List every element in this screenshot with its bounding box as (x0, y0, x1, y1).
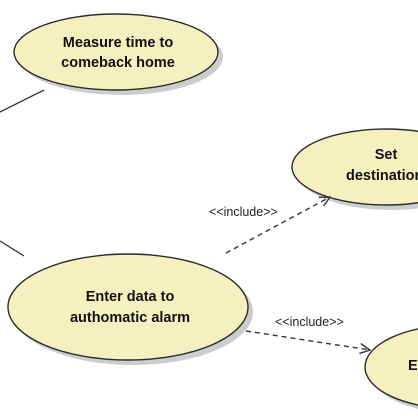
use-case-label-line1: Measure time to (63, 35, 174, 51)
association-line-enter-data (0, 240, 25, 257)
use-case-ellipse (7, 253, 249, 361)
use-case-measure-time[interactable]: Measure time to comeback home (13, 13, 223, 95)
use-case-label-line2: comeback home (61, 55, 175, 71)
use-case-set-destination[interactable]: Set destination (291, 128, 418, 210)
include-arrow-partial (245, 330, 370, 350)
include-label-set-destination: <<include>> (209, 205, 278, 219)
include-label-partial: <<include>> (275, 315, 344, 329)
association-line-measure-time (0, 89, 45, 113)
include-arrow-set-destination (225, 197, 330, 254)
use-case-ellipse (364, 328, 418, 406)
use-case-label-line2: destination (346, 168, 418, 184)
use-case-label-line1: Enter data to (86, 289, 175, 305)
use-case-label-line1: Set (375, 147, 398, 163)
use-case-partial[interactable]: E (364, 325, 418, 414)
use-case-ellipse (291, 128, 418, 206)
use-case-enter-data[interactable]: Enter data to authomatic alarm (7, 253, 253, 365)
use-case-ellipse (13, 13, 219, 91)
use-case-label-line2: authomatic alarm (70, 310, 190, 326)
use-case-label-line1: E (408, 358, 418, 374)
